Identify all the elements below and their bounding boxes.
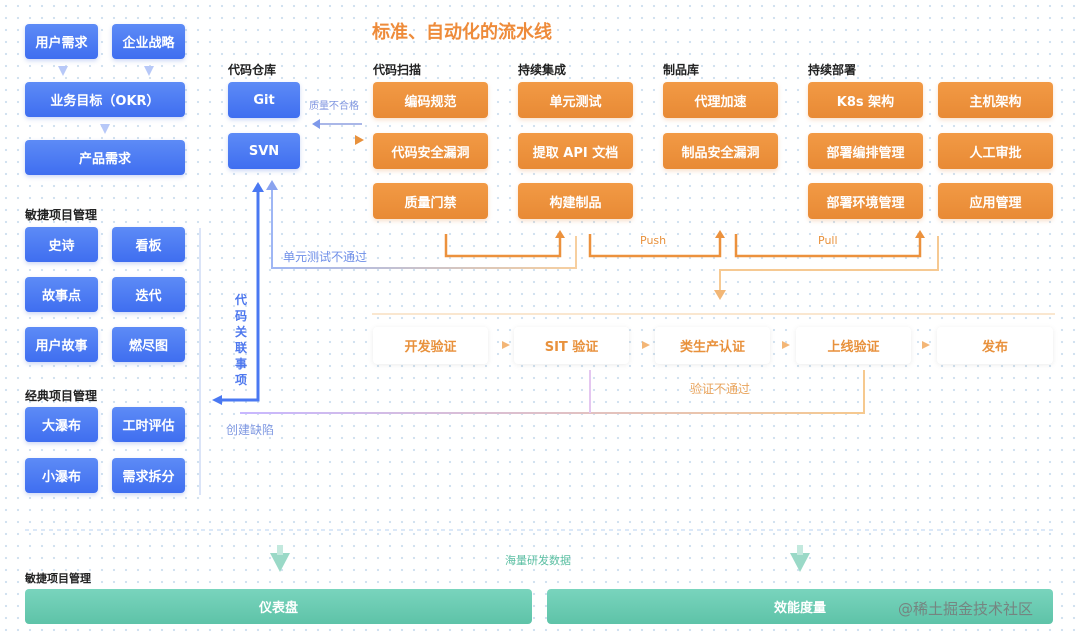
effort-estimate-box: 工时评估 xyxy=(112,407,185,442)
pre-prod-cert-box: 类生产认证 xyxy=(655,327,770,364)
artifact-repo-header: 制品库 xyxy=(663,63,700,77)
story-point-box: 故事点 xyxy=(25,277,98,312)
ci-header: 持续集成 xyxy=(518,63,567,77)
svn-box: SVN xyxy=(228,133,300,169)
classic-pm-header: 经典项目管理 xyxy=(25,389,98,403)
code-repo-header: 代码仓库 xyxy=(228,63,277,77)
pull-label: Pull xyxy=(818,234,838,247)
host-arch-box: 主机架构 xyxy=(938,82,1053,118)
manual-approval-box: 人工审批 xyxy=(938,133,1053,169)
dev-verify-box: 开发验证 xyxy=(373,327,488,364)
bottom-agile-pm-header: 敏捷项目管理 xyxy=(25,572,91,585)
online-verify-box: 上线验证 xyxy=(796,327,911,364)
demand-split-box: 需求拆分 xyxy=(112,458,185,493)
push-label: Push xyxy=(640,234,667,247)
create-defect-label: 创建缺陷 xyxy=(226,423,275,437)
iteration-box: 迭代 xyxy=(112,277,185,312)
cd-header: 持续部署 xyxy=(808,63,857,77)
kanban-box: 看板 xyxy=(112,227,185,262)
artifact-security-vuln-box: 制品安全漏洞 xyxy=(663,133,778,169)
business-goal-okr-box: 业务目标（OKR） xyxy=(25,82,185,117)
pipeline-title: 标准、自动化的流水线 xyxy=(372,22,552,43)
code-scan-header: 代码扫描 xyxy=(373,63,422,77)
rd-data-label: 海量研发数据 xyxy=(505,554,571,567)
code-security-vuln-box: 代码安全漏洞 xyxy=(373,133,488,169)
user-demand-box: 用户需求 xyxy=(25,24,98,59)
agile-pm-header: 敏捷项目管理 xyxy=(25,208,98,222)
quality-gate-box: 质量门禁 xyxy=(373,183,488,219)
user-story-box: 用户故事 xyxy=(25,327,98,362)
efficiency-metrics-box: 效能度量 xyxy=(547,589,1053,624)
enterprise-strategy-box: 企业战略 xyxy=(112,24,185,59)
proxy-accel-box: 代理加速 xyxy=(663,82,778,118)
build-artifact-box: 构建制品 xyxy=(518,183,633,219)
unit-test-box: 单元测试 xyxy=(518,82,633,118)
unit-test-fail-label: 单元测试不通过 xyxy=(283,250,368,264)
quality-fail-label: 质量不合格 xyxy=(309,101,359,112)
watermark: @稀土掘金技术社区 xyxy=(898,600,1034,618)
k8s-arch-box: K8s 架构 xyxy=(808,82,923,118)
dashboard-box: 仪表盘 xyxy=(25,589,532,624)
extract-api-doc-box: 提取 API 文档 xyxy=(518,133,633,169)
app-management-box: 应用管理 xyxy=(938,183,1053,219)
coding-standard-box: 编码规范 xyxy=(373,82,488,118)
big-waterfall-box: 大瀑布 xyxy=(25,407,98,442)
code-link-items-label: 代码关联事项 xyxy=(234,293,247,387)
release-box: 发布 xyxy=(937,327,1053,364)
epic-box: 史诗 xyxy=(25,227,98,262)
deploy-env-box: 部署环境管理 xyxy=(808,183,923,219)
burndown-box: 燃尽图 xyxy=(112,327,185,362)
sit-verify-box: SIT 验证 xyxy=(514,327,629,364)
product-demand-box: 产品需求 xyxy=(25,140,185,175)
small-waterfall-box: 小瀑布 xyxy=(25,458,98,493)
verify-fail-label: 验证不通过 xyxy=(690,382,751,396)
git-box: Git xyxy=(228,82,300,118)
deploy-orchestration-box: 部署编排管理 xyxy=(808,133,923,169)
